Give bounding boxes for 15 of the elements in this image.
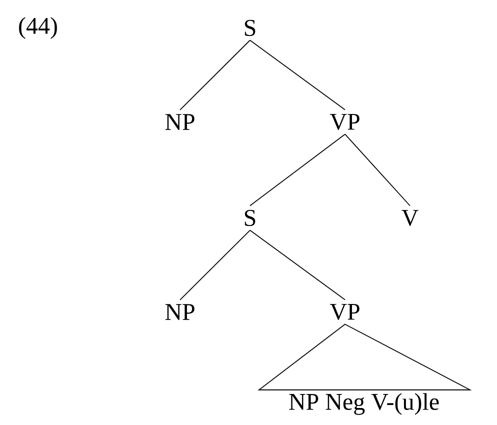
branch-line: [250, 40, 346, 110]
category-label: S: [244, 210, 256, 226]
branch-line: [250, 230, 346, 300]
category-label: NP: [165, 304, 194, 320]
category-label: NP: [165, 114, 194, 130]
branch-line: [180, 40, 250, 110]
branch-line: [180, 230, 250, 300]
category-label: VP: [330, 304, 360, 320]
phrase-text: NP Neg V-(u)le: [289, 393, 439, 415]
example-number: (44): [19, 17, 57, 39]
category-label: VP: [330, 114, 360, 130]
category-label: S: [244, 20, 256, 36]
branch-line: [344, 134, 410, 206]
category-label: V: [402, 210, 418, 226]
branch-line: [250, 134, 346, 206]
